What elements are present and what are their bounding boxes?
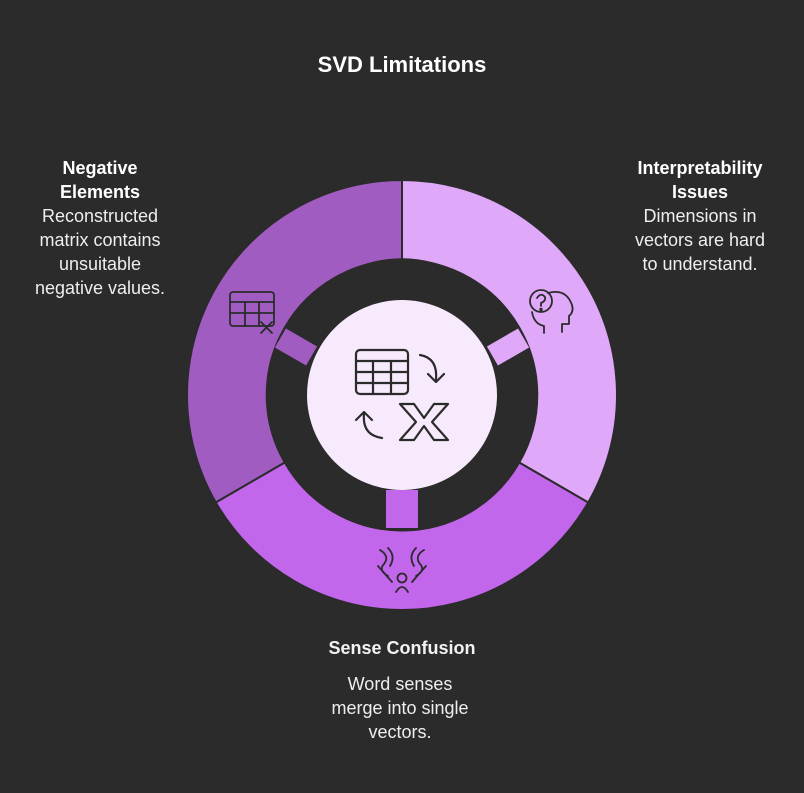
table-x-icon: [229, 291, 275, 334]
label-negative-elements: Negative Elements Reconstructed matrix c…: [20, 156, 180, 300]
diagram-title: SVD Limitations: [317, 52, 487, 77]
negative-desc-line-3: unsuitable: [58, 254, 142, 274]
interpretability-heading-line-2: Issues: [671, 182, 729, 202]
inner-arc-top: [296, 258, 508, 340]
sense-confusion-heading: Sense Confusion: [328, 638, 476, 658]
negative-desc-line-2: matrix contains: [39, 230, 161, 250]
interpretability-heading-line-1: Interpretability: [637, 158, 763, 178]
interpretability-desc-line-3: to understand.: [642, 254, 758, 274]
sense-desc-line-3: vectors.: [368, 722, 432, 742]
negative-heading-line-1: Negative: [62, 158, 138, 178]
label-sense-confusion-description: Word senses merge into single vectors.: [300, 672, 500, 744]
sense-desc-line-2: merge into single: [331, 698, 469, 718]
connector-interpretability: [486, 328, 530, 366]
head-question-icon: [529, 289, 574, 334]
interpretability-desc-line-1: Dimensions in: [643, 206, 757, 226]
connector-sense: [386, 490, 418, 528]
segment-interpretability-issues: [401, 178, 618, 504]
person-confusion-icon: [377, 547, 427, 593]
segment-negative-elements: [186, 178, 403, 504]
negative-desc-line-4: negative values.: [34, 278, 166, 298]
negative-desc-line-1: Reconstructed: [41, 206, 159, 226]
segment-sense-confusion: [214, 461, 590, 611]
connector-negative: [274, 328, 318, 366]
sense-desc-line-1: Word senses: [347, 674, 453, 694]
negative-heading-line-2: Elements: [59, 182, 141, 202]
matrix-transform-x-icon: [354, 348, 450, 442]
label-interpretability-issues: Interpretability Issues Dimensions in ve…: [620, 156, 780, 276]
interpretability-desc-line-2: vectors are hard: [634, 230, 766, 250]
